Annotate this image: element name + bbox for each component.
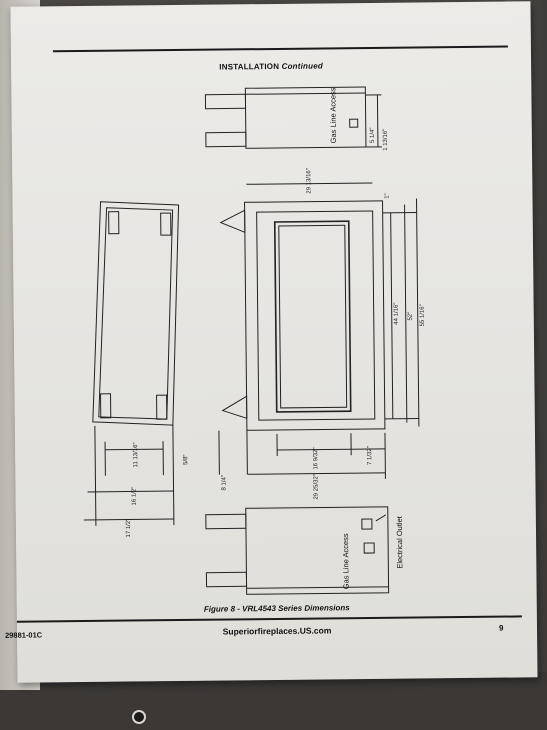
side-dim-2: 5/8" bbox=[183, 454, 189, 465]
top-dim-a: 5 1/4" bbox=[370, 127, 376, 143]
manual-page: INSTALLATION Continued Gas Line Access 5… bbox=[5, 1, 538, 683]
top-dim-b: 1 13/16" bbox=[383, 129, 389, 151]
bottom-view-gas-box bbox=[363, 542, 375, 554]
front-bottom-3: 29 25/32" bbox=[313, 474, 319, 500]
front-dim-top-right: 1" bbox=[384, 193, 390, 199]
side-view-bracket bbox=[108, 211, 120, 235]
front-view-flange-bottom bbox=[221, 395, 248, 419]
front-height-3: 55 1/16" bbox=[420, 304, 426, 326]
front-height-2: 52" bbox=[408, 312, 414, 321]
front-view-glass bbox=[273, 220, 352, 413]
top-view-gas-access-box bbox=[349, 118, 359, 128]
side-view bbox=[83, 201, 180, 526]
bottom-view-body bbox=[245, 506, 390, 595]
front-bottom-2: 7 1/32" bbox=[367, 446, 373, 465]
front-view-outer bbox=[244, 200, 386, 431]
bottom-view bbox=[205, 506, 390, 595]
bottom-view-bracket-lower bbox=[205, 571, 248, 588]
side-dim-4: 17 1/2" bbox=[126, 519, 132, 538]
front-bottom-1: 16 9/32" bbox=[313, 447, 319, 469]
front-width-top: 29 13/16" bbox=[306, 168, 312, 194]
bottom-view-electrical-box bbox=[361, 518, 373, 530]
front-left-offset: 8 1/4" bbox=[221, 475, 227, 491]
front-view-flange-top bbox=[219, 209, 246, 234]
footer-page-number: 9 bbox=[498, 623, 504, 633]
top-gas-line-access-label: Gas Line Access bbox=[328, 87, 338, 143]
bottom-gas-line-access-label: Gas Line Access bbox=[341, 533, 351, 589]
binder-hole-icon bbox=[134, 712, 144, 722]
bottom-view-bracket-upper bbox=[205, 513, 247, 530]
front-height-1: 44 1/16" bbox=[394, 303, 400, 325]
dimension-drawing: Gas Line Access 5 1/4" 1 13/16" bbox=[83, 86, 426, 595]
top-view-body bbox=[244, 86, 367, 149]
side-dim-1: 11 13/16" bbox=[133, 442, 139, 467]
top-view-bracket-upper bbox=[204, 93, 247, 110]
top-view-bracket-lower bbox=[205, 131, 247, 148]
top-view bbox=[204, 86, 382, 149]
bottom-electrical-outlet-label: Electrical Outlet bbox=[395, 515, 405, 569]
side-dim-3: 16 1/2" bbox=[132, 487, 138, 506]
front-view bbox=[218, 182, 420, 479]
